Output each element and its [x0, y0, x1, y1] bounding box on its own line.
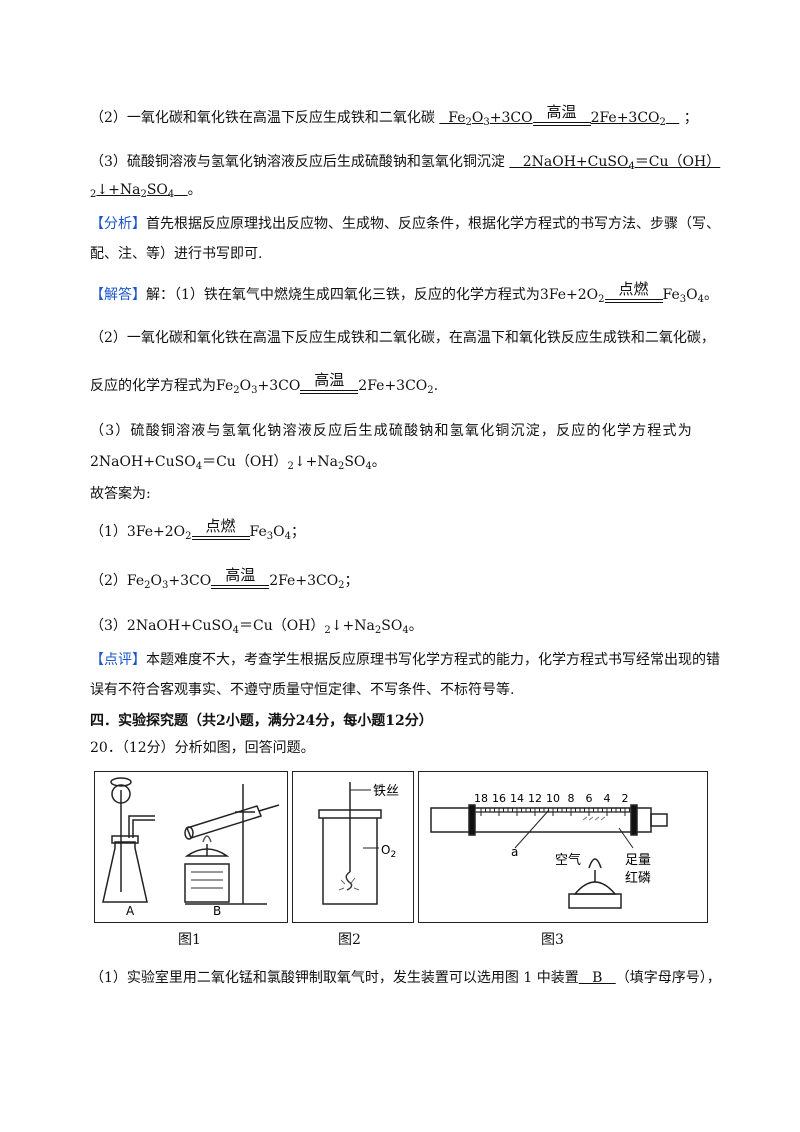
scale-label: 12	[528, 792, 542, 805]
solution-2: （2）一氧化碳和氧化铁在高温下反应生成铁和二氧化碳，在高温下和氧化铁反应生成铁和…	[90, 330, 715, 346]
figure-1-drawing: A B	[102, 777, 280, 918]
reaction-condition: 点燃	[191, 517, 250, 547]
section-title: 四．实验探究题（共2小题，满分24分，每小题12分）	[90, 713, 433, 729]
scale-label: 16	[492, 792, 506, 805]
oxygen-label: O2	[381, 843, 396, 860]
figure-1-caption: 图1	[178, 932, 201, 948]
underlined-answer: 2NaOH+CuSO4＝Cu（OH）	[509, 154, 721, 172]
solution-tag: 【解答】	[90, 287, 146, 303]
point-label: a	[511, 845, 518, 859]
question-20: 20．（12分）分析如图，回答问题。	[90, 740, 315, 756]
figure-2-caption: 图2	[338, 932, 361, 948]
analysis: 【分析】首先根据反应原理找出反应物、生成物、反应条件，根据化学方程式的书写方法、…	[90, 216, 720, 232]
comment-tag: 【点评】	[90, 652, 146, 668]
answer-line-3: （3）硫酸铜溶液与氢氧化钠溶液反应后生成硫酸钠和氢氧化铜沉淀 2NaOH+CuS…	[90, 152, 720, 177]
phosphorus-label-2: 红磷	[625, 870, 651, 886]
analysis-tag: 【分析】	[90, 216, 146, 232]
label-a: A	[126, 904, 135, 918]
phosphorus-label-1: 足量	[625, 853, 651, 868]
scale-label: 8	[568, 792, 575, 805]
reaction-condition: 高温	[211, 566, 270, 596]
scale-ticks	[480, 808, 630, 816]
question-20-1: （1）实验室里用二氧化锰和氯酸钾制取氧气时，发生装置可以选用图 1 中装置 B …	[90, 970, 721, 986]
answer-blank: B	[578, 970, 616, 986]
figure-2-drawing: 铁丝 O2	[318, 782, 399, 905]
scale-label: 6	[586, 792, 593, 805]
question-text: （3）硫酸铜溶液与氢氧化钠溶液反应后生成硫酸钠和氢氧化铜沉淀	[90, 154, 505, 170]
figure-1: A B	[94, 771, 288, 923]
reaction-condition: 高温	[300, 371, 359, 401]
scale-label: 2	[622, 792, 629, 805]
air-label: 空气	[555, 852, 581, 868]
scale-label: 18	[474, 792, 488, 805]
scale-label: 4	[604, 792, 611, 805]
alcohol-lamp	[568, 858, 622, 909]
comment-cont: 误有不符合客观事实、不遵守质量守恒定律、不写条件、不标符号等.	[90, 682, 515, 698]
answer-line-3-cont: 2↓+Na2SO4 。	[90, 182, 202, 200]
solution-1: 【解答】解：（1）铁在氧气中燃烧生成四氧化三铁，反应的化学方程式为3Fe+2O2…	[90, 280, 718, 310]
question-text: （2）一氧化碳和氧化铁在高温下反应生成铁和二氧化碳	[90, 110, 435, 126]
scale-label: 10	[546, 792, 560, 805]
gas-jar	[318, 782, 382, 905]
label-b: B	[213, 904, 221, 918]
scale-label: 14	[510, 792, 524, 805]
reaction-condition: 高温	[532, 103, 591, 133]
heating-apparatus-b	[184, 784, 280, 905]
answer-heading: 故答案为:	[90, 486, 151, 502]
phosphorus-particles	[582, 816, 606, 821]
solution-4: （3）硫酸铜溶液与氢氧化钠溶液反应后生成硫酸钠和氢氧化铜沉淀，反应的化学方程式为	[90, 423, 693, 439]
figure-3-caption: 图3	[541, 932, 564, 948]
analysis-cont: 配、注、等）进行书写即可.	[90, 246, 263, 262]
flask-apparatus-a	[102, 777, 155, 903]
comment: 【点评】本题难度不大，考查学生根据反应原理书写化学方程式的能力，化学方程式书写经…	[90, 652, 720, 668]
figure-2: 铁丝 O2	[292, 771, 414, 923]
answer-3: （3）2NaOH+CuSO4＝Cu（OH）2↓+Na2SO4。	[90, 618, 423, 636]
solution-5: 2NaOH+CuSO4＝Cu（OH）2↓+Na2SO4。	[90, 454, 386, 472]
burning-sparks	[338, 877, 360, 891]
reaction-condition: 点燃	[604, 280, 663, 310]
wire-label: 铁丝	[373, 784, 399, 799]
